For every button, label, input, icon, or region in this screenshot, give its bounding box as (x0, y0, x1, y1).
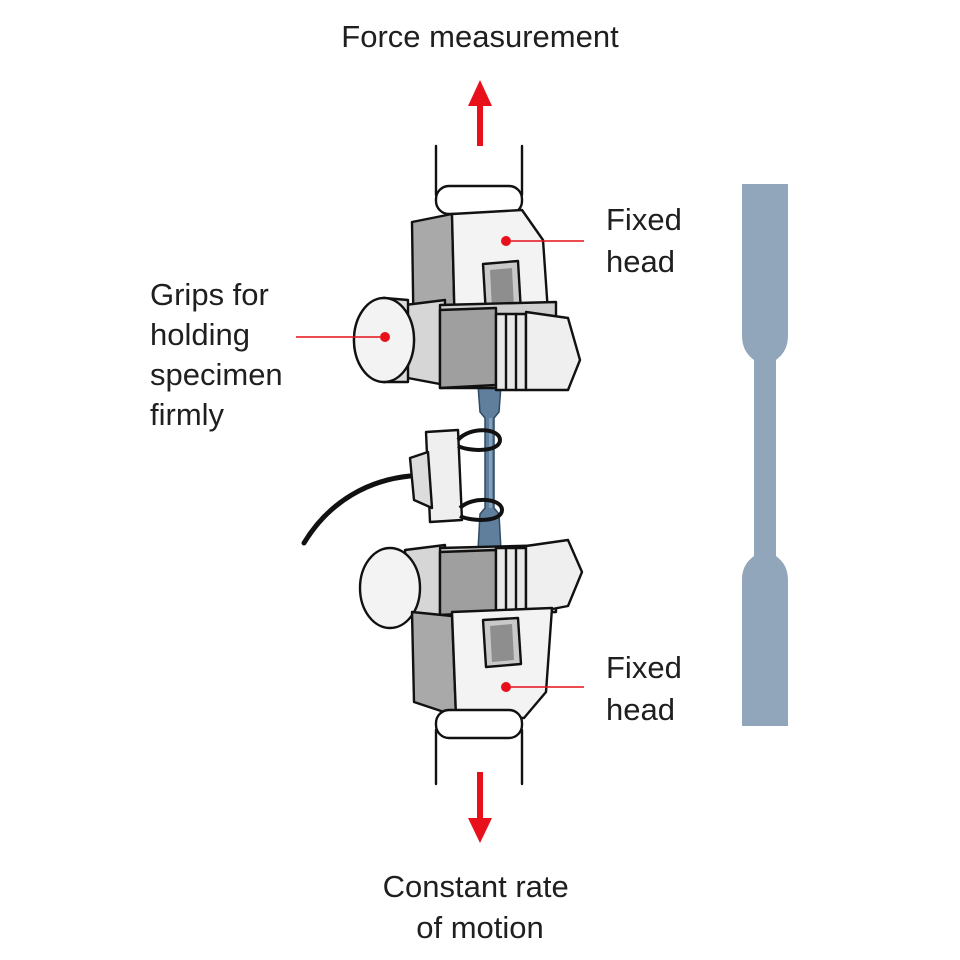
bottom-fixed-head (410, 606, 554, 720)
fixed-head-bottom-label: Fixed head (606, 650, 690, 727)
down-arrow-icon (468, 772, 492, 843)
top-load-column (434, 144, 524, 216)
bottom-load-column (434, 708, 524, 786)
dogbone-specimen (742, 184, 788, 726)
grips-label: Grips for holding specimen firmly (150, 277, 291, 432)
extensometer (301, 428, 505, 546)
leader-top-fixed-head (501, 236, 584, 246)
bottom-grip (358, 538, 584, 630)
fixed-head-top-label: Fixed head (606, 202, 690, 279)
specimen-in-grips (477, 384, 502, 551)
leader-grips (296, 332, 390, 342)
top-grip (352, 296, 582, 392)
force-measurement-label: Force measurement (341, 19, 619, 54)
constant-rate-label: Constant rate of motion (383, 869, 578, 945)
leader-bottom-fixed-head (501, 682, 584, 692)
up-arrow-icon (468, 80, 492, 156)
